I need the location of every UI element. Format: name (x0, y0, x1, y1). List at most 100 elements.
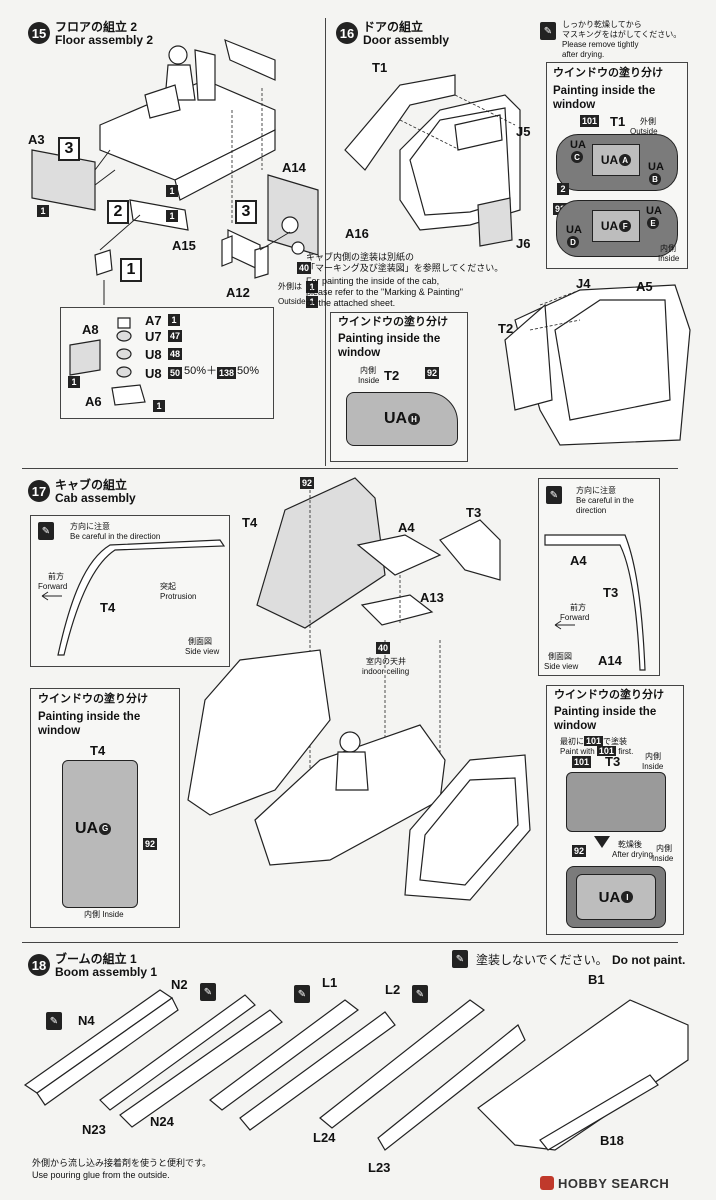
window-g-t4: T4 (90, 743, 106, 758)
outside-jp: 外側は (278, 282, 302, 291)
right-forward-en: Forward (560, 613, 590, 622)
window1-title-en: Painting inside the window (553, 85, 656, 111)
boom-n23: N23 (82, 1122, 106, 1137)
detail-u8a: U8 (145, 347, 162, 362)
detail-c47: 47 (168, 330, 183, 342)
paint-icon-n2: ✎ (200, 983, 216, 1001)
door-note-jp: しっかり乾燥してから マスキングをはがしてください。 (562, 20, 682, 39)
side-t4: T4 (100, 600, 116, 615)
part-j6: J6 (516, 236, 531, 251)
window1-c2: 2 (557, 183, 569, 195)
window-i-inside-jp2: 内側 (656, 844, 672, 853)
boom-n4: N4 (78, 1013, 95, 1028)
seq-1: 1 (120, 258, 142, 282)
seq-3-b: 3 (235, 200, 257, 224)
window-i-inside-jp: 内側 (645, 752, 661, 761)
paint-icon-l1: ✎ (294, 985, 310, 1003)
forward-jp-left: 前方 (48, 572, 64, 581)
ceiling-en: indoor ceiling (362, 667, 410, 676)
window1-inside-jp: 内側 (660, 244, 676, 253)
part-a12: A12 (226, 285, 250, 300)
color-1-a15: 1 (166, 185, 178, 197)
detail-c1-a7: 1 (168, 314, 180, 326)
window1-outside-jp: 外側 (640, 117, 656, 126)
part-j4: J4 (576, 276, 591, 291)
boom-l24: L24 (313, 1130, 336, 1145)
window2-c92: 92 (425, 367, 440, 379)
side-view-a4-t3 (544, 534, 646, 671)
window-i-inside-en2: Inside (652, 854, 674, 863)
outside-en: Outside (278, 297, 306, 306)
seq-2: 2 (107, 200, 129, 224)
part-j5: J5 (516, 124, 531, 139)
boom-b18: B18 (600, 1133, 624, 1148)
paint-icon-door: ✎ (540, 22, 556, 40)
side-view-jp-left: 側面図 (188, 637, 212, 646)
detail-a8: A8 (82, 322, 99, 337)
right-a14: A14 (598, 653, 622, 668)
step-17-title-en: Cab assembly (55, 491, 136, 505)
caution-left-jp: 方向に注意 (70, 522, 110, 531)
step-15-title-jp: フロアの組立 2 (55, 20, 138, 34)
detail-c1-a8: 1 (68, 376, 80, 388)
part-t1: T1 (372, 60, 388, 75)
part-t2: T2 (498, 321, 514, 336)
detail-pct1: 50%＋ (184, 365, 218, 377)
boom-l2: L2 (385, 982, 401, 997)
boom-b1: B1 (588, 972, 605, 987)
paint-icon-n4: ✎ (46, 1012, 62, 1030)
caution-right-en: Be careful in the direction (576, 496, 634, 515)
step-18-badge: 18 (28, 954, 50, 976)
glue-note-jp: 外側から流し込み接着剤を使うと便利です。 (32, 1158, 212, 1168)
detail-drawing (69, 317, 146, 406)
window1-frame-lower (556, 200, 678, 257)
detail-u7: U7 (145, 329, 162, 344)
cab-t4: T4 (242, 515, 258, 530)
part-a15: A15 (172, 238, 196, 253)
window-g-inside-jp: 内側 Inside (84, 910, 124, 919)
part-a3: A3 (28, 132, 45, 147)
detail-c50: 50 (168, 367, 183, 379)
window2-inside-en: Inside (358, 376, 380, 385)
floor-assembly-drawing (31, 39, 319, 305)
watermark-logo-icon (540, 1176, 554, 1190)
right-side-jp: 側面図 (548, 652, 572, 661)
step-15-title-en: Floor assembly 2 (55, 33, 154, 47)
step-18-title-jp: ブームの組立 1 (55, 952, 137, 966)
boom-l1: L1 (322, 975, 338, 990)
right-a4: A4 (570, 553, 587, 568)
window-g-title-en: Painting inside the window (38, 711, 141, 737)
paint-icon-boom: ✎ (452, 950, 468, 968)
divider-bottom (22, 942, 678, 943)
part-a14: A14 (282, 160, 306, 175)
step-15-badge: 15 (28, 22, 50, 44)
step-17-title-jp: キャブの組立 (55, 478, 128, 492)
window1-t1: T1 (610, 114, 626, 129)
boom-n24: N24 (150, 1114, 174, 1129)
detail-a7: A7 (145, 313, 162, 328)
step-16-title-en: Door assembly (363, 33, 450, 47)
no-paint-jp: 塗装しないでください。 (476, 953, 608, 967)
cab-t3: T3 (466, 505, 482, 520)
side-view-t4 (41, 539, 226, 656)
cab-note-en: For painting the inside of the cab, plea… (306, 276, 463, 308)
window-g-c92: 92 (143, 838, 158, 850)
window2-title-en: Painting inside the window (338, 333, 441, 359)
caution-left-en: Be careful in the direction (70, 532, 161, 541)
step-16-badge: 16 (336, 22, 358, 44)
cab-c40: 40 (376, 642, 391, 654)
window-g-panel (62, 760, 138, 908)
side-view-en-left: Side view (185, 647, 220, 656)
cab-note-jp: キャブ内側の塗装は別紙の 「マーキング及び塗装図」を参照してください。 (306, 252, 504, 273)
window-i-c101: 101 (572, 756, 592, 768)
down-arrow-icon (594, 836, 610, 848)
step-17-badge: 17 (28, 480, 50, 502)
